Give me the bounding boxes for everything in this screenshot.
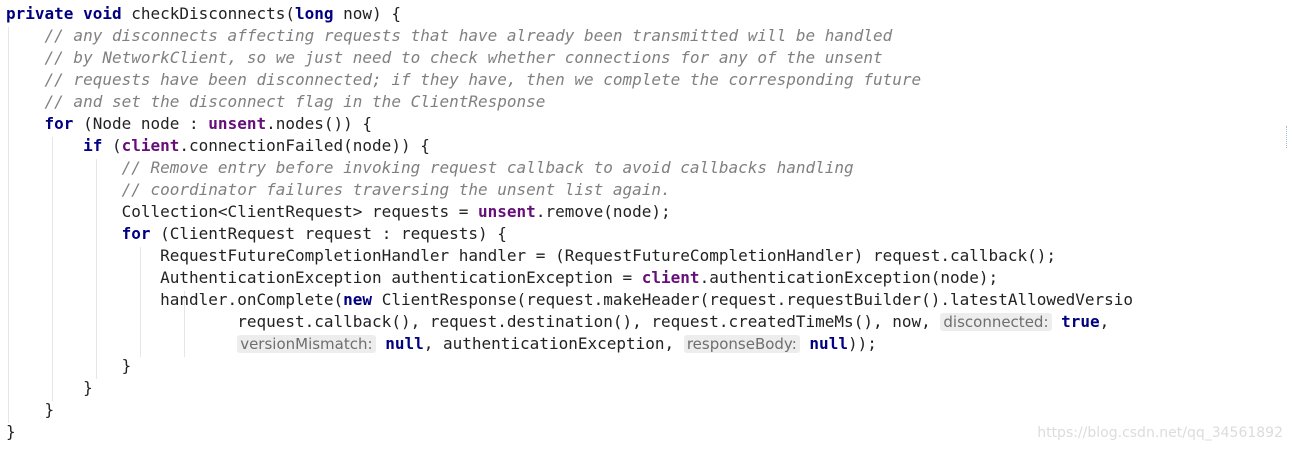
code-text: checkDisconnects( bbox=[121, 4, 295, 23]
code-text bbox=[73, 4, 83, 23]
code-text bbox=[6, 158, 122, 177]
code-text: (ClientRequest request : requests) { bbox=[150, 224, 507, 243]
code-keyword: true bbox=[1061, 312, 1100, 331]
code-text: (Node node : bbox=[73, 114, 209, 133]
code-keyword: null bbox=[809, 334, 848, 353]
code-text bbox=[6, 48, 45, 67]
code-text bbox=[6, 114, 45, 133]
code-line[interactable]: // coordinator failures traversing the u… bbox=[6, 179, 1133, 201]
code-text bbox=[376, 334, 386, 353]
code-line[interactable]: } bbox=[6, 377, 1133, 399]
code-text bbox=[6, 180, 122, 199]
code-text bbox=[6, 26, 45, 45]
code-line[interactable]: } bbox=[6, 421, 1133, 443]
code-line[interactable]: Collection<ClientRequest> requests = uns… bbox=[6, 201, 1133, 223]
code-text: , authenticationException, bbox=[423, 334, 684, 353]
code-text: AuthenticationException authenticationEx… bbox=[6, 268, 642, 287]
code-text bbox=[6, 224, 122, 243]
code-lines[interactable]: private void checkDisconnects(long now) … bbox=[6, 3, 1133, 443]
code-comment: // requests have been disconnected; if t… bbox=[44, 70, 922, 89]
code-text: ( bbox=[102, 136, 122, 155]
code-text: request.callback(), request.destination(… bbox=[6, 312, 941, 331]
code-text: .remove(node); bbox=[535, 202, 671, 221]
code-text: } bbox=[6, 422, 16, 441]
indent-guide bbox=[96, 159, 97, 379]
code-text: Collection<ClientRequest> requests = bbox=[6, 202, 479, 221]
code-text: handler.onComplete( bbox=[6, 290, 344, 309]
code-text: now) { bbox=[333, 4, 401, 23]
code-line[interactable]: // Remove entry before invoking request … bbox=[6, 157, 1133, 179]
indent-guide bbox=[140, 247, 141, 357]
indent-guide bbox=[52, 137, 53, 401]
code-text bbox=[6, 136, 83, 155]
code-keyword: for bbox=[121, 224, 151, 243]
code-text bbox=[6, 70, 45, 89]
parameter-hint: responseBody: bbox=[683, 335, 800, 353]
indent-guide bbox=[184, 291, 185, 357]
code-text: } bbox=[6, 356, 132, 375]
parameter-hint: versionMismatch: bbox=[237, 335, 376, 353]
code-text: .authenticationException(node); bbox=[699, 268, 999, 287]
code-field: client bbox=[641, 268, 700, 287]
code-text: .nodes()) { bbox=[266, 114, 373, 133]
code-keyword: if bbox=[83, 136, 103, 155]
code-comment: // by NetworkClient, so we just need to … bbox=[44, 48, 883, 67]
code-line[interactable]: private void checkDisconnects(long now) … bbox=[6, 3, 1133, 25]
code-keyword: long bbox=[295, 4, 334, 23]
code-line[interactable]: } bbox=[6, 355, 1133, 377]
code-text: .connectionFailed(node)) { bbox=[179, 136, 430, 155]
code-text bbox=[6, 334, 237, 353]
code-keyword: private bbox=[6, 4, 74, 23]
code-field: unsent bbox=[208, 114, 267, 133]
code-line[interactable]: // by NetworkClient, so we just need to … bbox=[6, 47, 1133, 69]
code-line[interactable]: // requests have been disconnected; if t… bbox=[6, 69, 1133, 91]
parameter-hint: disconnected: bbox=[940, 313, 1052, 331]
code-keyword: null bbox=[385, 334, 424, 353]
code-text: ClientResponse(request.makeHeader(reques… bbox=[372, 290, 1134, 309]
code-field: unsent bbox=[478, 202, 536, 221]
code-text bbox=[800, 334, 810, 353]
code-text: } bbox=[6, 378, 93, 397]
code-text bbox=[1052, 312, 1062, 331]
code-text: RequestFutureCompletionHandler handler =… bbox=[6, 246, 1056, 265]
code-comment: // coordinator failures traversing the u… bbox=[121, 180, 671, 199]
code-comment: // Remove entry before invoking request … bbox=[121, 158, 854, 177]
code-line[interactable]: AuthenticationException authenticationEx… bbox=[6, 267, 1133, 289]
code-comment: // any disconnects affecting requests th… bbox=[44, 26, 893, 45]
code-text: , bbox=[1099, 312, 1110, 331]
code-keyword: for bbox=[44, 114, 74, 133]
code-line[interactable]: handler.onComplete(new ClientResponse(re… bbox=[6, 289, 1133, 311]
code-line[interactable]: // and set the disconnect flag in the Cl… bbox=[6, 91, 1133, 113]
code-keyword: void bbox=[83, 4, 122, 23]
code-line[interactable]: if (client.connectionFailed(node)) { bbox=[6, 135, 1133, 157]
code-text bbox=[6, 92, 45, 111]
code-line[interactable]: request.callback(), request.destination(… bbox=[6, 311, 1133, 333]
code-keyword: new bbox=[343, 290, 373, 309]
code-field: client bbox=[121, 136, 180, 155]
scroll-marker[interactable] bbox=[1286, 126, 1291, 148]
code-line[interactable]: for (Node node : unsent.nodes()) { bbox=[6, 113, 1133, 135]
code-line[interactable]: for (ClientRequest request : requests) { bbox=[6, 223, 1133, 245]
indent-guide bbox=[8, 27, 9, 423]
code-line[interactable]: } bbox=[6, 399, 1133, 421]
code-line[interactable]: RequestFutureCompletionHandler handler =… bbox=[6, 245, 1133, 267]
code-text: } bbox=[6, 400, 55, 419]
code-line[interactable]: versionMismatch: null, authenticationExc… bbox=[6, 333, 1133, 355]
code-line[interactable]: // any disconnects affecting requests th… bbox=[6, 25, 1133, 47]
code-text: )); bbox=[847, 334, 877, 353]
code-comment: // and set the disconnect flag in the Cl… bbox=[44, 92, 546, 111]
watermark: https://blog.csdn.net/qq_34561892 bbox=[1037, 425, 1283, 441]
